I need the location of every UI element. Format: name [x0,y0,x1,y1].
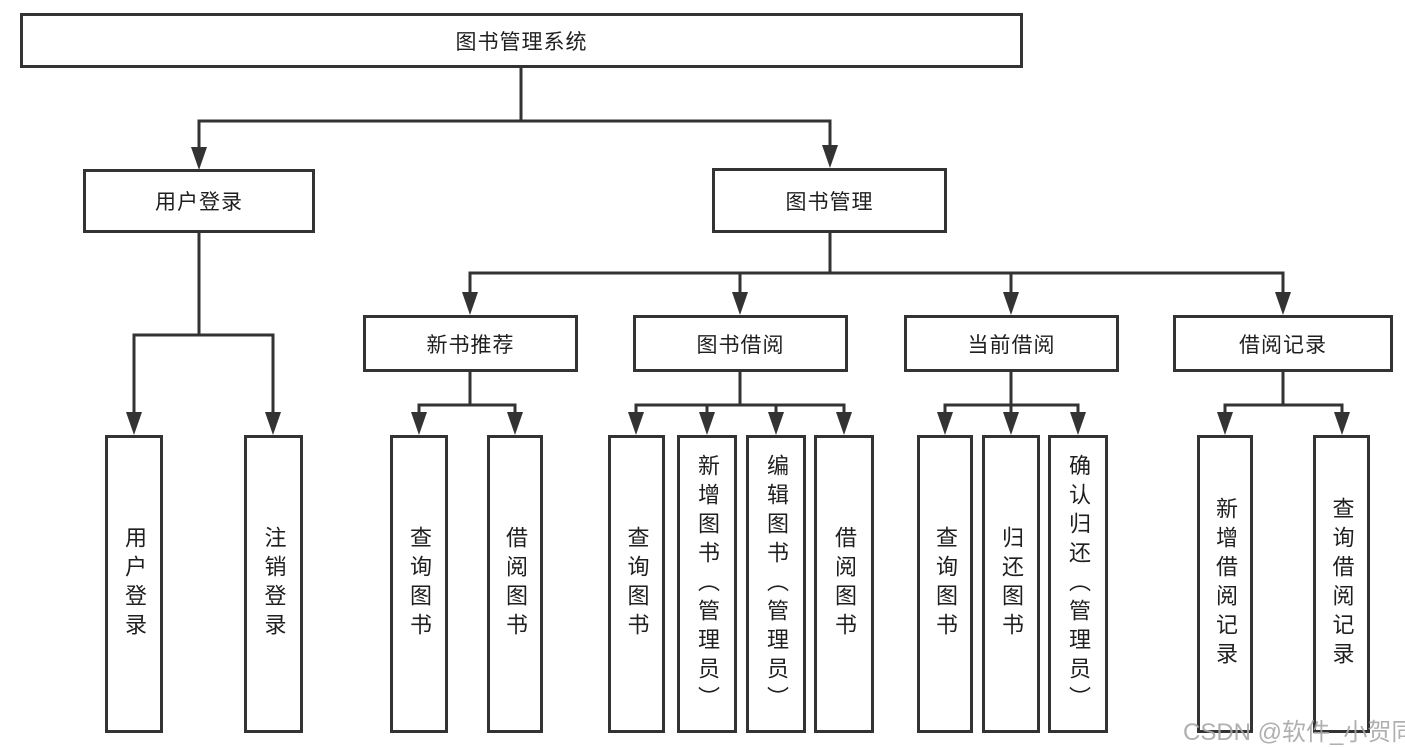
node-label: 用户登录 [122,526,147,642]
node-leaf-return-books: 归还图书 [982,435,1040,733]
node-leaf-borrow-books-1: 借阅图书 [487,435,543,733]
node-leaf-logout: 注销登录 [244,435,303,733]
node-label: 查询图书 [407,526,432,642]
node-label: 当前借阅 [967,333,1056,357]
node-leaf-query-borrow-record: 查询借阅记录 [1313,435,1370,733]
node-leaf-query-books-1: 查询图书 [390,435,448,733]
node-user-login: 用户登录 [83,169,315,233]
node-leaf-borrow-books-2: 借阅图书 [814,435,874,733]
node-leaf-query-books-3: 查询图书 [917,435,973,733]
csdn-watermark: CSDN @软件_小贺同学 [1183,719,1405,746]
node-label: 新增图书（管理员） [695,453,720,715]
node-leaf-user-login: 用户登录 [105,435,163,733]
node-label: 借阅图书 [832,526,857,642]
node-label: 图书管理 [785,190,874,214]
node-label: 图书管理系统 [455,30,588,54]
node-label: 借阅图书 [503,526,528,642]
node-label: 注销登录 [261,526,287,642]
node-label: 归还图书 [999,526,1024,642]
node-label: 借阅记录 [1239,333,1327,357]
node-label: 图书借阅 [696,333,785,357]
node-leaf-edit-books-admin: 编辑图书（管理员） [746,435,806,733]
node-label: 查询图书 [624,526,650,642]
node-leaf-query-books-2: 查询图书 [608,435,665,733]
node-leaf-confirm-return-admin: 确认归还（管理员） [1048,435,1108,733]
node-label: 新书推荐 [426,333,515,357]
node-new-book-recommendation: 新书推荐 [363,315,578,372]
node-book-management: 图书管理 [712,168,947,233]
node-label: 新增借阅记录 [1213,497,1238,671]
node-label: 确认归还（管理员） [1066,453,1091,715]
node-label: 查询图书 [933,526,958,642]
node-label: 编辑图书（管理员） [764,453,789,715]
node-leaf-add-borrow-record: 新增借阅记录 [1197,435,1253,733]
node-book-borrowing: 图书借阅 [633,315,848,372]
node-library-management-system: 图书管理系统 [20,13,1023,68]
node-leaf-add-books-admin: 新增图书（管理员） [677,435,737,733]
node-label: 用户登录 [155,191,243,214]
node-current-borrowing: 当前借阅 [904,315,1119,372]
node-borrowing-records: 借阅记录 [1173,315,1393,372]
node-label: 查询借阅记录 [1329,497,1355,671]
